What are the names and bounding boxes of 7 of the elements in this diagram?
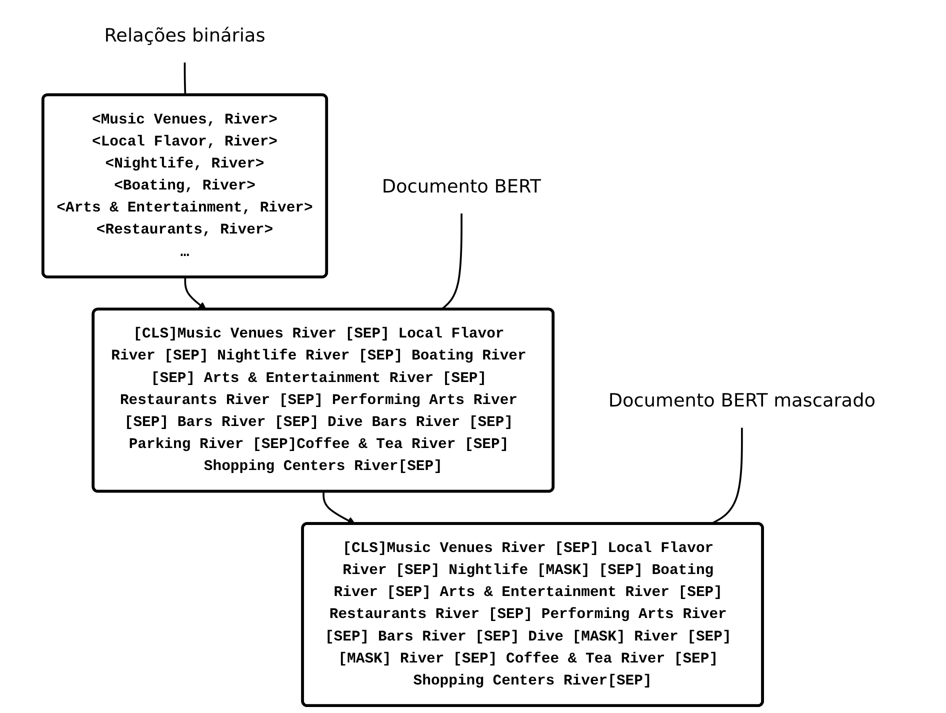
connector xyxy=(440,213,462,310)
connector xyxy=(184,62,186,96)
node-text: Relações binárias xyxy=(104,24,266,46)
node-text: Documento BERT mascarado xyxy=(608,389,876,412)
arrow xyxy=(322,492,356,524)
node-text: Documento BERT xyxy=(382,174,542,197)
arrow xyxy=(184,277,206,310)
